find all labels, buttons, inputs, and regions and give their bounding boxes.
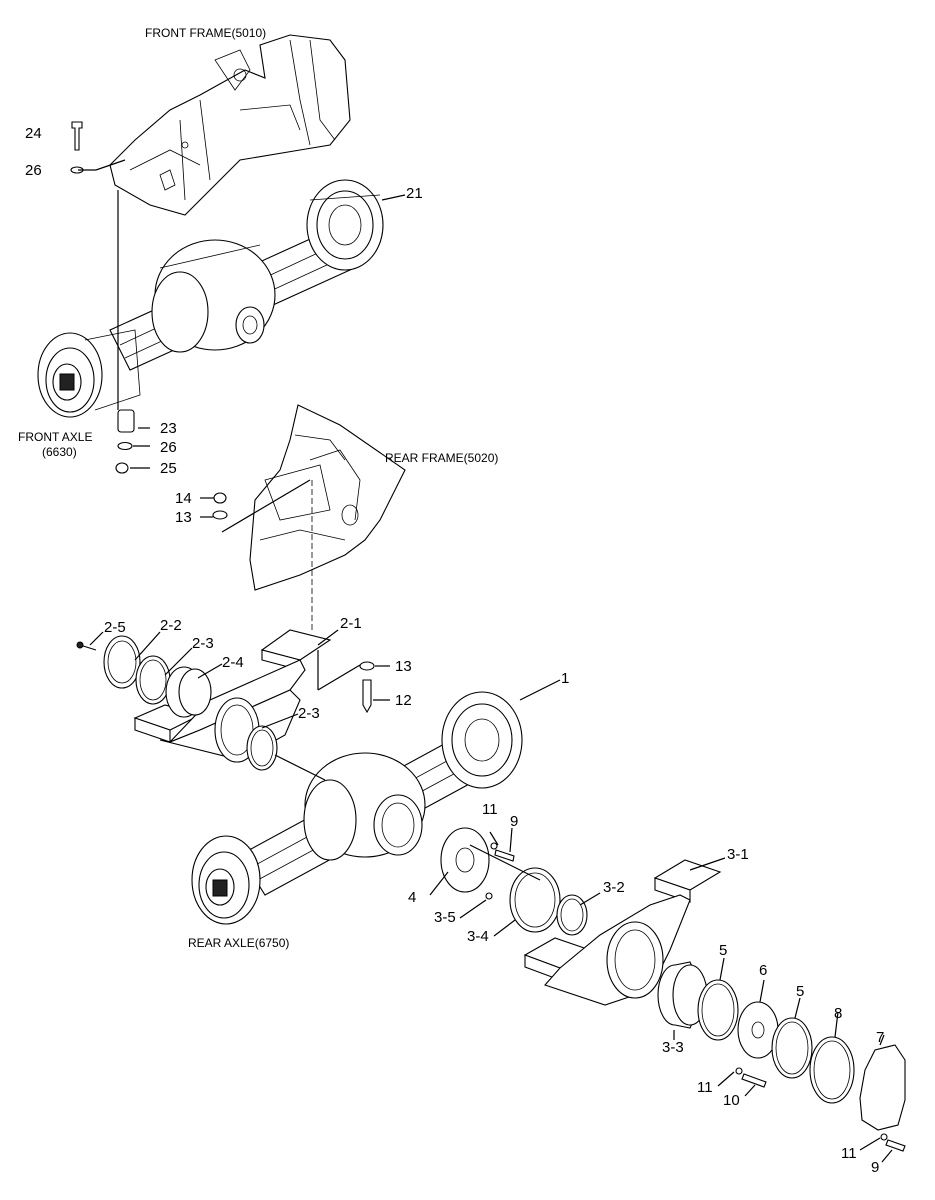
front-axle-caption-line2: (6630) [42, 445, 77, 459]
callout-14: 14 [175, 490, 192, 507]
callout-8: 8 [834, 1005, 842, 1022]
callout-2-1: 2-1 [340, 615, 362, 632]
callout-26-lower: 26 [160, 439, 177, 456]
callout-1: 1 [561, 670, 569, 687]
callout-2-5: 2-5 [104, 619, 126, 636]
flange-part-4 [440, 827, 490, 893]
callout-2-3-lower: 2-3 [298, 705, 320, 722]
rear-shims [509, 867, 588, 936]
rear-frame [249, 404, 406, 591]
callout-4: 4 [408, 889, 416, 906]
callout-3-4: 3-4 [467, 928, 489, 945]
front-frame [109, 34, 351, 216]
rear-frame-caption: REAR FRAME(5020) [385, 451, 498, 465]
callout-3-2: 3-2 [603, 879, 625, 896]
fasteners [70, 121, 906, 1152]
front-axle-caption-line1: FRONT AXLE [18, 430, 92, 444]
callout-2-3: 2-3 [192, 635, 214, 652]
front-frame-caption: FRONT FRAME(5010) [145, 26, 266, 40]
callout-7: 7 [876, 1029, 884, 1046]
callout-6: 6 [759, 962, 767, 979]
callout-5-second: 5 [796, 983, 804, 1000]
callout-9: 9 [510, 813, 518, 830]
rear-axle-caption: REAR AXLE(6750) [188, 936, 289, 950]
callout-2-4: 2-4 [222, 654, 244, 671]
callout-10: 10 [723, 1092, 740, 1109]
callout-13-right: 13 [395, 658, 412, 675]
callout-3-3: 3-3 [662, 1039, 684, 1056]
callout-25: 25 [160, 460, 177, 477]
callout-12: 12 [395, 692, 412, 709]
callout-21: 21 [406, 185, 423, 202]
callout-11: 11 [482, 801, 498, 818]
callout-11-mid: 11 [697, 1079, 713, 1096]
end-cover-stack [697, 979, 906, 1131]
callout-9-bottom: 9 [871, 1159, 879, 1176]
callout-23: 23 [160, 420, 177, 437]
callout-24: 24 [25, 125, 42, 142]
callout-11-bottom: 11 [841, 1145, 857, 1162]
leader-lines [78, 159, 893, 1163]
callout-26: 26 [25, 162, 42, 179]
rear-axle [191, 691, 523, 925]
front-seal-rings [76, 635, 278, 771]
callout-5: 5 [719, 942, 727, 959]
callout-2-2: 2-2 [160, 617, 182, 634]
callout-3-1: 3-1 [727, 846, 749, 863]
rear-mount-bracket-right [523, 859, 722, 1006]
callout-13: 13 [175, 509, 192, 526]
front-axle [37, 179, 384, 418]
callout-3-5: 3-5 [434, 909, 456, 926]
